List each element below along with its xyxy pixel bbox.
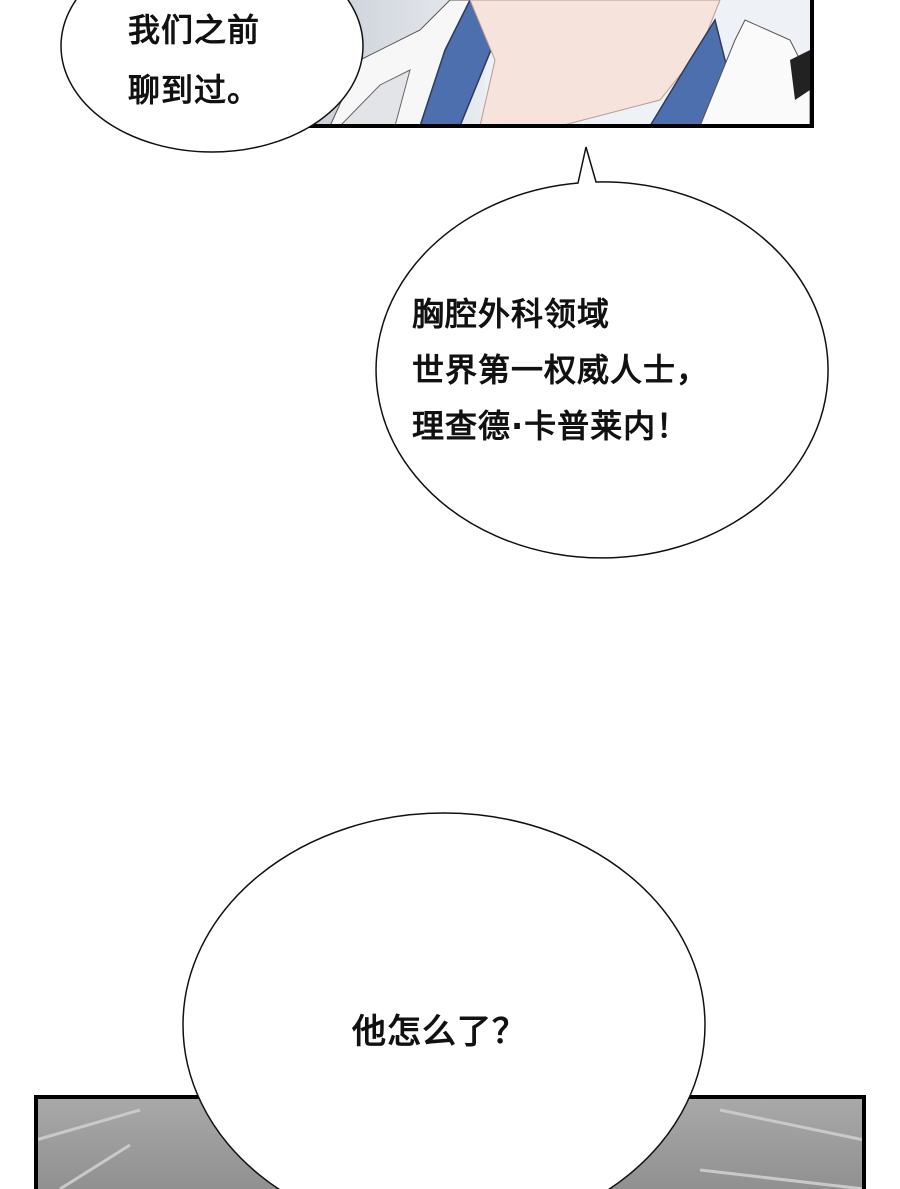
- speech-bubble-middle: [375, 146, 829, 559]
- speech-bubble-bottom: [182, 812, 706, 1189]
- speech-bubble-top: [60, 0, 364, 153]
- dialogue-top: 我们之前 聊到过。: [128, 11, 261, 109]
- top-panel: [308, 0, 814, 128]
- dialogue-middle: 胸腔外科领域 世界第一权威人士， 理查德·卡普莱内！: [412, 295, 710, 445]
- dialogue-bottom: 他怎么了？: [352, 1012, 527, 1052]
